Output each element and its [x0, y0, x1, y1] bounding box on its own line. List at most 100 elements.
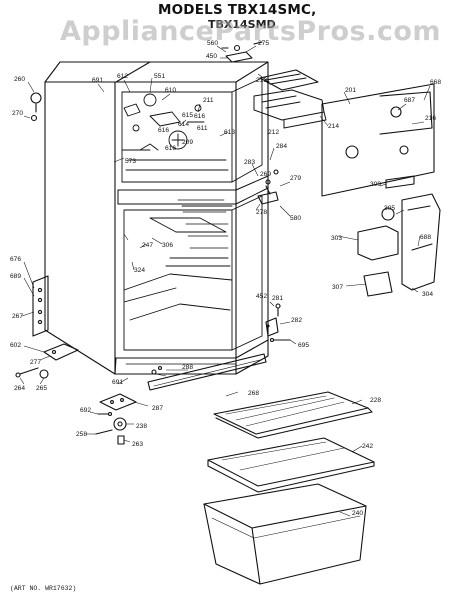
evaporator-cover-213 [259, 69, 319, 91]
part-label-283: 283 [244, 159, 255, 166]
part-label-616: 616 [158, 127, 169, 134]
shelf-rail-lines [177, 199, 229, 249]
part-label-695: 695 [298, 342, 309, 349]
leveler-263 [117, 435, 125, 445]
part-label-692: 692 [80, 407, 91, 414]
part-label-305: 305 [384, 205, 395, 212]
page-title: MODELS TBX14SMC, [158, 2, 317, 18]
part-label-551: 551 [154, 73, 165, 80]
part-260 [30, 92, 42, 113]
part-label-264: 264 [14, 385, 25, 392]
part-label-616: 616 [194, 113, 205, 120]
art-number: (ART NO. WR17632) [10, 585, 77, 592]
part-label-242: 242 [362, 443, 373, 450]
part-label-265: 265 [36, 385, 47, 392]
screw-692 [97, 411, 113, 417]
part-label-281: 281 [272, 295, 283, 302]
small-cover-307 [363, 271, 393, 297]
part-label-238: 238 [136, 423, 147, 430]
air-duct-212 [253, 89, 327, 129]
divider-mullion [117, 175, 269, 205]
part-label-284: 284 [276, 143, 287, 150]
part-label-303: 303 [331, 235, 342, 242]
part-label-267: 267 [12, 313, 23, 320]
screw-281 [275, 303, 281, 317]
part-label-324: 324 [134, 267, 145, 274]
part-label-213: 213 [256, 77, 267, 84]
bottom-hinge [43, 343, 79, 361]
part-label-691: 691 [92, 77, 103, 84]
control-housing-303 [357, 207, 399, 261]
part-label-304: 304 [422, 291, 433, 298]
watermark: AppliancePartsPros.com [60, 16, 442, 47]
fresh-food-compartment [123, 195, 263, 351]
crisper-drawer-240 [203, 483, 367, 585]
part-label-676: 676 [10, 256, 21, 263]
leader-lines [19, 45, 431, 517]
bracket-282 [265, 317, 279, 337]
part-label-668: 668 [430, 79, 441, 86]
part-label-287: 287 [152, 405, 163, 412]
part-label-580: 580 [290, 215, 301, 222]
part-label-307: 307 [332, 284, 343, 291]
glass-shelf-228 [213, 391, 373, 439]
part-label-602: 602 [10, 342, 21, 349]
bolt-258 [95, 429, 113, 435]
part-label-610: 610 [165, 87, 176, 94]
part-label-452: 452 [256, 293, 267, 300]
part-label-450: 450 [206, 53, 217, 60]
part-label-268: 268 [248, 390, 259, 397]
grille-clip-288 [151, 365, 163, 375]
label-plate-309 [385, 175, 415, 189]
part-label-278: 278 [256, 209, 267, 216]
part-label-277: 277 [30, 359, 41, 366]
bottom-grille [125, 357, 237, 365]
part-label-573: 573 [125, 158, 136, 165]
bracket-278 [257, 169, 279, 205]
part-label-687: 687 [404, 97, 415, 104]
vertical-duct-304 [401, 193, 441, 291]
door-stop-287 [99, 393, 137, 411]
part-label-209: 209 [182, 139, 193, 146]
fan-motor-assembly [123, 93, 205, 151]
part-label-279: 279 [290, 175, 301, 182]
part-label-689: 689 [10, 273, 21, 280]
part-label-214: 214 [328, 123, 339, 130]
part-label-615: 615 [182, 112, 193, 119]
base-grille-268 [147, 353, 267, 391]
part-270 [30, 114, 38, 122]
part-label-247: 247 [142, 242, 153, 249]
part-label-240: 240 [352, 510, 363, 517]
part-label-201: 201 [345, 87, 356, 94]
roller-238 [113, 417, 127, 431]
part-label-306: 306 [162, 242, 173, 249]
part-265 [39, 369, 49, 379]
part-label-263: 263 [132, 441, 143, 448]
part-label-613: 613 [224, 129, 235, 136]
part-label-560: 560 [207, 40, 218, 47]
freezer-compartment [121, 77, 263, 183]
part-264 [15, 367, 39, 378]
screw-452 [266, 324, 270, 328]
part-label-275: 275 [258, 40, 269, 47]
part-label-212: 212 [268, 129, 279, 136]
part-label-211: 211 [203, 97, 214, 104]
part-label-269: 269 [260, 171, 271, 178]
part-label-228: 228 [370, 397, 381, 404]
part-label-216: 216 [425, 115, 436, 122]
part-label-691: 691 [112, 379, 123, 386]
part-label-260: 260 [14, 76, 25, 83]
page-subtitle: TBX14SMD [208, 18, 276, 31]
part-label-288: 288 [182, 364, 193, 371]
part-label-282: 282 [291, 317, 302, 324]
crisper-cover-242 [207, 437, 375, 493]
top-hinge-bracket [221, 41, 263, 63]
part-label-612: 612 [117, 73, 128, 80]
part-label-616: 616 [165, 145, 176, 152]
part-label-611: 611 [197, 125, 208, 132]
back-panel-201 [321, 83, 435, 197]
side-hinge-bracket [32, 275, 49, 337]
